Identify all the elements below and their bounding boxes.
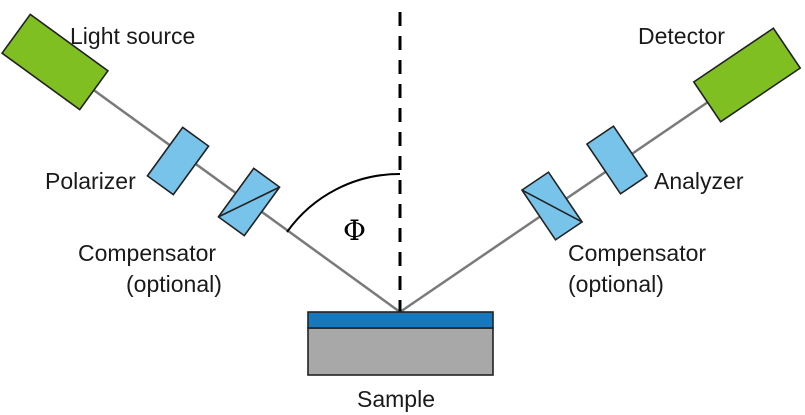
compensator-right-label-line1: Compensator bbox=[568, 240, 706, 266]
compensator-left-element bbox=[217, 167, 281, 237]
analyzer-label: Analyzer bbox=[654, 168, 744, 194]
light-source-label: Light source bbox=[70, 23, 195, 49]
detector-label: Detector bbox=[638, 23, 725, 49]
polarizer-element bbox=[146, 126, 210, 196]
compensator-left-label-line2: (optional) bbox=[126, 271, 222, 297]
incidence-angle-arc bbox=[286, 172, 401, 233]
compensator-left-label-line1: Compensator bbox=[78, 240, 216, 266]
sample-label: Sample bbox=[357, 386, 435, 412]
sample-film-layer bbox=[307, 311, 494, 329]
compensator-right-element bbox=[520, 171, 584, 241]
polarizer-label: Polarizer bbox=[45, 168, 136, 194]
detector-box bbox=[692, 27, 802, 123]
angle-phi-label: Φ bbox=[343, 214, 366, 247]
analyzer-element bbox=[585, 125, 649, 195]
light-source-box bbox=[0, 13, 110, 111]
sample-substrate bbox=[307, 327, 494, 376]
compensator-right-label-line2: (optional) bbox=[568, 271, 664, 297]
incident-beam bbox=[54, 60, 401, 314]
reflected-beam bbox=[399, 70, 753, 314]
